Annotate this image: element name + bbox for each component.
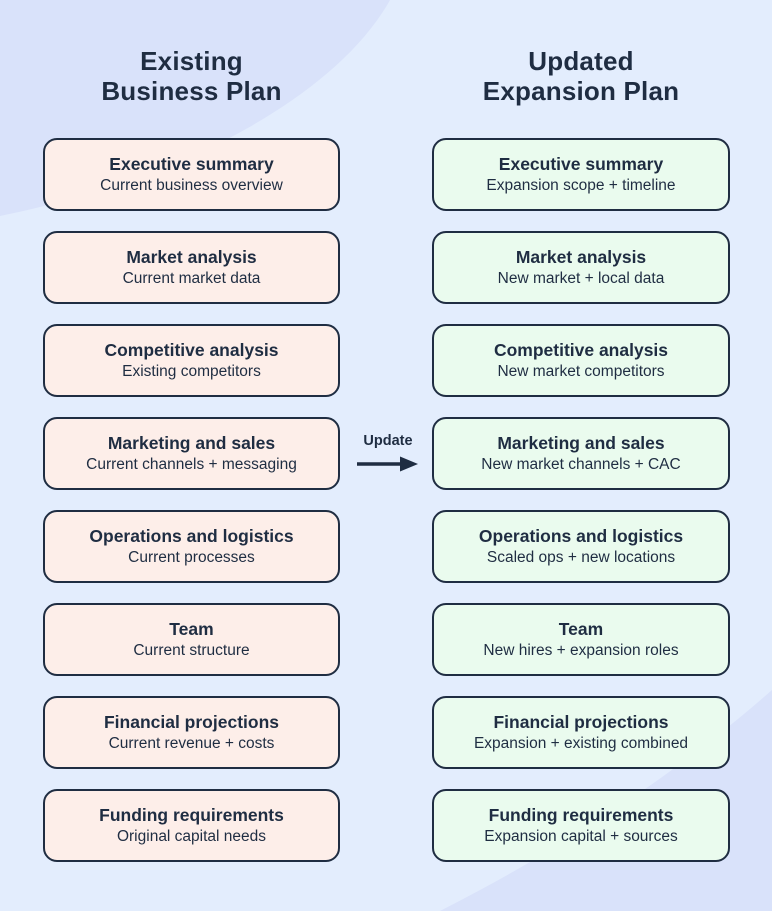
right-arrow-icon	[357, 456, 418, 472]
box-subtitle: New market + local data	[497, 269, 665, 287]
box-subtitle: Current processes	[128, 548, 255, 566]
column-title-updated: Updated Expansion Plan	[432, 46, 730, 107]
box-title: Marketing and sales	[107, 432, 276, 453]
box-title: Team	[169, 618, 214, 639]
box-title: Competitive analysis	[104, 339, 279, 360]
column-title-existing-line2: Business Plan	[101, 76, 282, 107]
box-title: Competitive analysis	[493, 339, 669, 360]
box-title: Funding requirements	[488, 804, 674, 825]
box-subtitle: New market competitors	[497, 362, 665, 380]
box-title: Financial projections	[493, 711, 669, 732]
box-subtitle: Expansion scope + timeline	[486, 176, 676, 194]
box-subtitle: Scaled ops + new locations	[486, 548, 676, 566]
box-subtitle: New hires + expansion roles	[483, 641, 679, 659]
box-subtitle: Current channels + messaging	[86, 455, 297, 473]
box-title: Operations and logistics	[89, 525, 294, 546]
column-title-updated-line1: Updated	[528, 46, 634, 76]
box-subtitle: Existing competitors	[122, 362, 261, 380]
box-subtitle: New market channels + CAC	[481, 455, 681, 473]
box-subtitle: Current market data	[122, 269, 261, 287]
box-title: Financial projections	[103, 711, 280, 732]
column-title-existing: Existing Business Plan	[43, 46, 340, 107]
column-title-updated-line2: Expansion Plan	[482, 76, 680, 107]
box-subtitle: Current revenue + costs	[108, 734, 275, 752]
box-subtitle: Current structure	[133, 641, 250, 659]
column-title-existing-line1: Existing	[140, 46, 243, 76]
box-title: Team	[558, 618, 604, 639]
box-subtitle: Expansion capital + sources	[484, 827, 678, 845]
box-subtitle: Original capital needs	[116, 827, 267, 845]
update-connector-label: Update	[363, 433, 413, 449]
box-title: Executive summary	[109, 153, 274, 174]
box-title: Executive summary	[498, 153, 664, 174]
update-connector: Update	[344, 417, 432, 490]
box-subtitle: Current business overview	[100, 176, 283, 194]
box-title: Market analysis	[515, 246, 647, 267]
box-title: Operations and logistics	[478, 525, 684, 546]
box-title: Marketing and sales	[497, 432, 665, 453]
box-title: Market analysis	[126, 246, 257, 267]
box-subtitle: Expansion + existing combined	[473, 734, 689, 752]
box-title: Funding requirements	[99, 804, 284, 825]
